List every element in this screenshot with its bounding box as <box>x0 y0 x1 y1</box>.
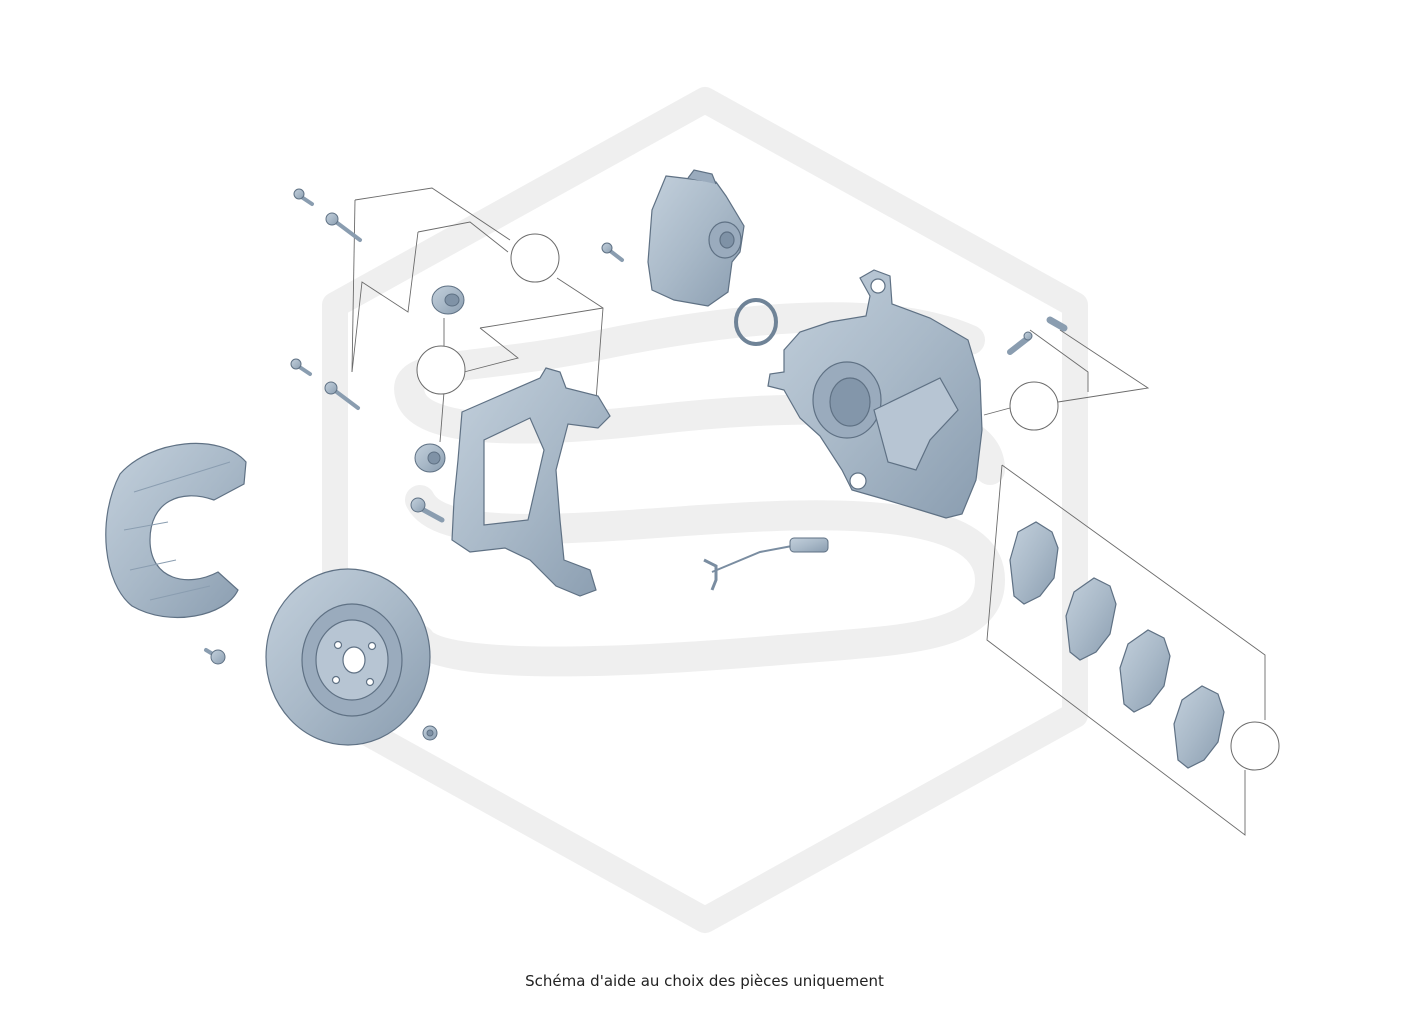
bolt-long-mid[interactable] <box>324 381 360 410</box>
leader-lines <box>351 187 1266 836</box>
caliper-housing[interactable] <box>767 269 983 519</box>
actuator-motor[interactable] <box>647 169 745 307</box>
splash-shield[interactable] <box>105 442 247 619</box>
actuator-screw[interactable] <box>601 242 624 262</box>
diagram-caption: Schéma d'aide au choix des pièces unique… <box>525 972 884 990</box>
guide-sleeve-top[interactable] <box>431 285 465 315</box>
shield-screw[interactable] <box>204 648 226 665</box>
bolt-small-mid[interactable] <box>290 358 312 376</box>
wear-sensor[interactable] <box>703 537 829 591</box>
o-ring[interactable] <box>734 298 778 346</box>
brake-pad-4[interactable] <box>1173 685 1225 769</box>
callout-bolts[interactable] <box>510 233 560 283</box>
brake-pad-1[interactable] <box>1009 521 1059 605</box>
bleed-cap[interactable] <box>1046 316 1068 332</box>
guide-sleeve-bottom[interactable] <box>414 443 446 473</box>
brake-disc[interactable] <box>265 568 431 746</box>
caliper-bracket[interactable] <box>451 367 611 597</box>
brake-pad-2[interactable] <box>1065 577 1117 661</box>
brake-pad-3[interactable] <box>1119 629 1171 713</box>
callout-bleeders[interactable] <box>1009 381 1059 431</box>
bolt-bracket[interactable] <box>410 497 445 523</box>
bolt-long-top[interactable] <box>325 212 362 242</box>
disc-screw[interactable] <box>422 725 438 741</box>
bleed-valve[interactable] <box>1007 331 1033 355</box>
callout-pads[interactable] <box>1230 721 1280 771</box>
bolt-small-top[interactable] <box>293 188 314 206</box>
callout-sleeves[interactable] <box>416 345 466 395</box>
